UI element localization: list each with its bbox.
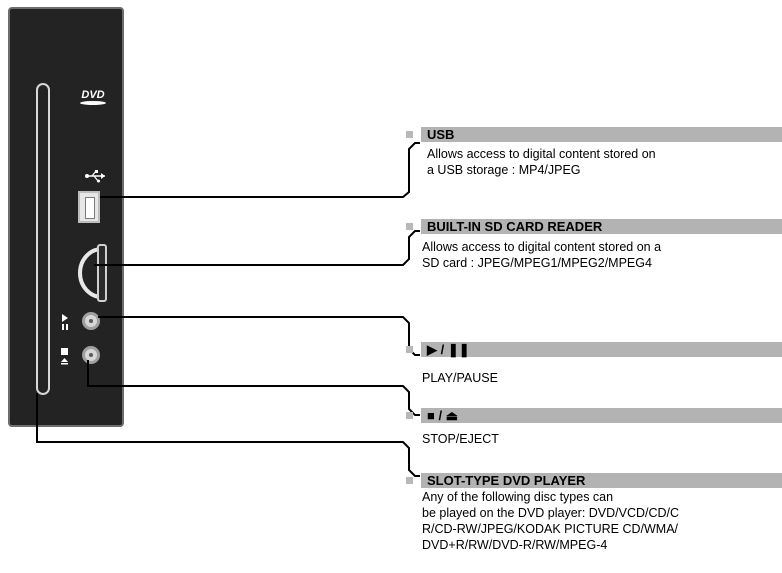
usb-symbol-icon — [85, 170, 105, 183]
play-leader-line — [98, 316, 420, 356]
dvd-leader-line — [36, 393, 420, 477]
dvd-desc-line2: be played on the DVD player: DVD/VCD/CD/… — [422, 506, 680, 520]
stop-desc: STOP/EJECT — [422, 432, 499, 446]
stop-eject-button[interactable] — [82, 346, 100, 364]
usb-header: USB — [421, 127, 782, 142]
dvd-desc-line4: DVD+R/RW/DVD-R/RW/MPEG-4 — [422, 538, 608, 552]
dvd-desc-line1: Any of the following disc types can — [422, 490, 614, 504]
play-desc: PLAY/PAUSE — [422, 371, 498, 385]
stop-marker — [406, 412, 413, 419]
sd-card-slot[interactable] — [72, 241, 116, 305]
sd-header: BUILT-IN SD CARD READER — [421, 219, 782, 234]
dvd-desc-line3: R/CD-RW/JPEG/KODAK PICTURE CD/WMA/ — [422, 522, 679, 536]
dvd-logo: DVD — [78, 89, 108, 111]
play-title: ▶ / ❚❚ — [427, 342, 470, 357]
usb-leader-line — [100, 142, 420, 198]
dvd-title: SLOT-TYPE DVD PLAYER — [427, 473, 586, 488]
sd-marker — [406, 223, 413, 230]
play-pause-icon — [62, 314, 68, 330]
sd-desc-line2: SD card : JPEG/MPEG1/MPEG2/MPEG4 — [422, 256, 652, 270]
stop-eject-icon — [61, 348, 68, 365]
dvd-slot — [36, 83, 50, 395]
stop-header: ■ / ⏏ — [421, 408, 782, 423]
usb-desc-line1: Allows access to digital content stored … — [427, 147, 656, 161]
device-front-panel: DVD — [8, 7, 124, 427]
sd-leader-line — [94, 230, 420, 266]
dvd-header: SLOT-TYPE DVD PLAYER — [421, 473, 782, 488]
sd-title: BUILT-IN SD CARD READER — [427, 219, 603, 234]
play-header: ▶ / ❚❚ — [421, 342, 782, 357]
disc-icon — [80, 101, 106, 105]
dvd-marker — [406, 477, 413, 484]
usb-marker — [406, 131, 413, 138]
usb-title: USB — [427, 127, 455, 142]
sd-desc-line1: Allows access to digital content stored … — [422, 240, 662, 254]
dvd-logo-text: DVD — [81, 89, 105, 101]
usb-port[interactable] — [78, 191, 100, 223]
usb-desc-line2: a USB storage : MP4/JPEG — [427, 163, 581, 177]
play-marker — [406, 346, 413, 353]
stop-title: ■ / ⏏ — [427, 408, 458, 423]
stop-leader-line — [87, 360, 420, 416]
play-pause-button[interactable] — [82, 312, 100, 330]
